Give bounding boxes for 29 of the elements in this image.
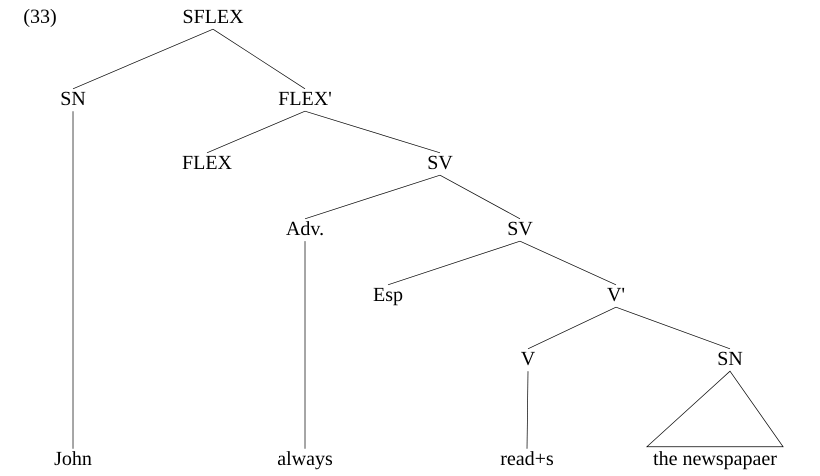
category-label: FLEX' bbox=[278, 92, 331, 105]
category-label: V' bbox=[607, 288, 624, 302]
leaf-word: the newspapaer bbox=[653, 451, 777, 470]
category-label: SN bbox=[62, 92, 86, 106]
category-label: FLEX bbox=[182, 156, 232, 169]
branch-line bbox=[520, 240, 616, 286]
leaf-word: always bbox=[278, 451, 332, 470]
category-label: Adv. bbox=[286, 221, 323, 236]
leaf-word: read+s bbox=[500, 451, 554, 466]
branch-line bbox=[72, 28, 214, 90]
branch-line bbox=[440, 174, 520, 220]
branch-line bbox=[304, 240, 306, 450]
category-label: SN bbox=[718, 352, 742, 366]
branch-line bbox=[616, 306, 730, 350]
example-number: (33) bbox=[24, 8, 56, 28]
branch-line bbox=[304, 110, 440, 154]
category-label: SFLEX bbox=[184, 10, 244, 24]
category-label: V bbox=[521, 352, 535, 366]
branch-line bbox=[206, 110, 306, 154]
branch-line bbox=[526, 370, 528, 450]
branch-line bbox=[388, 240, 520, 286]
branch-line bbox=[304, 174, 440, 220]
branch-line bbox=[72, 110, 74, 450]
leaf-word: John bbox=[54, 451, 92, 466]
category-label: Esp bbox=[374, 288, 402, 306]
category-label: SV bbox=[428, 156, 453, 170]
branch-line bbox=[212, 28, 306, 90]
category-label: SV bbox=[508, 222, 533, 236]
branch-line bbox=[528, 306, 616, 350]
